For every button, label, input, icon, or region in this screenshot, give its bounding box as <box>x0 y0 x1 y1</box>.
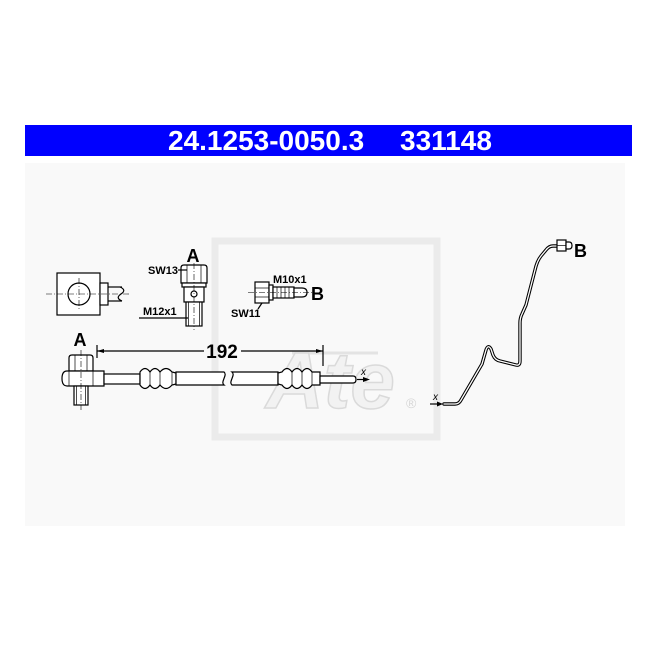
square-fitting-view <box>46 272 130 316</box>
routing-end-label: B <box>574 241 587 261</box>
view-b-thread-size: M10x1 <box>273 274 307 286</box>
routing-cut-marker: x <box>432 392 439 403</box>
routing-end-fitting <box>556 239 573 252</box>
banjo-bolt-view-a: A SW13 M12x1 <box>139 246 208 330</box>
crimp-ferrule-right <box>277 367 321 390</box>
view-a-wrench-size: SW13 <box>148 265 178 277</box>
steel-tube-end <box>319 375 357 384</box>
arrowhead <box>97 349 104 353</box>
banjo-eye <box>61 370 105 387</box>
leader-line <box>257 302 263 310</box>
watermark-frame <box>211 237 441 441</box>
crimp-ferrule-left <box>139 367 177 390</box>
ferrule-outline <box>139 367 177 390</box>
view-b-label: B <box>311 284 324 304</box>
hose-end-label: A <box>74 330 87 350</box>
reference-number: 331148 <box>400 125 492 156</box>
rubber-hose-section-left <box>175 371 226 386</box>
routing-diagram: x B <box>430 239 587 407</box>
hose-length-value: 192 <box>206 342 238 363</box>
hose-cut-marker: x <box>360 367 367 378</box>
banjo-fitting <box>61 350 105 410</box>
arrowhead <box>363 377 370 382</box>
title-bar: 24.1253-0050.3 331148 <box>25 125 632 156</box>
brake-line-core <box>443 245 559 405</box>
view-a-label: A <box>187 246 200 266</box>
arrowhead <box>316 349 323 353</box>
ferrule-outline <box>277 367 321 390</box>
arrowhead <box>437 401 443 407</box>
drawing-area-background <box>25 163 625 526</box>
hose-assembly: A 192 <box>61 330 370 410</box>
steel-sleeve <box>103 373 141 385</box>
part-number: 24.1253-0050.3 <box>168 125 365 156</box>
length-dimension: 192 <box>96 342 324 366</box>
rubber-hose-section-right <box>230 371 279 386</box>
watermark-registered-mark: ® <box>406 395 417 411</box>
tube-nut-view-b: M10x1 B SW11 <box>231 274 324 320</box>
view-b-wrench-size: SW11 <box>231 308 260 320</box>
end-fitting-tip <box>565 241 573 250</box>
view-a-thread-size: M12x1 <box>143 306 177 318</box>
